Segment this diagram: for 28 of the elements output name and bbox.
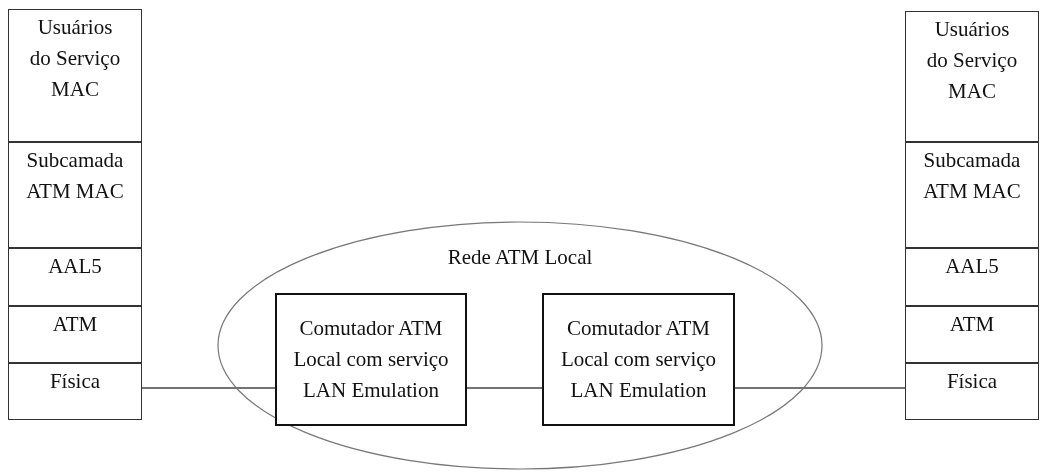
layer-box	[905, 306, 1039, 363]
switch-label: Comutador ATM Local com serviço LAN Emulation	[292, 315, 450, 404]
layer-box	[8, 142, 142, 248]
layer-label: Usuários do Serviço MAC	[28, 14, 122, 103]
layer-box	[8, 363, 142, 420]
layer-label: Subcamada ATM MAC	[25, 147, 125, 205]
layer-box	[8, 9, 142, 142]
layer-box	[8, 248, 142, 306]
connector-line	[466, 387, 543, 389]
layer-box	[8, 306, 142, 363]
connector-line	[141, 387, 276, 389]
layer-label: Física	[945, 368, 999, 395]
layer-label: ATM	[948, 311, 996, 338]
layer-box	[905, 11, 1039, 142]
switch-label: Comutador ATM Local com serviço LAN Emulation	[559, 315, 718, 404]
connector-line	[734, 387, 906, 389]
switch-box	[275, 293, 467, 426]
layer-label: Subcamada ATM MAC	[922, 147, 1022, 205]
layer-label: Usuários do Serviço MAC	[925, 16, 1019, 105]
layer-label: Física	[48, 368, 102, 395]
layer-box	[905, 363, 1039, 420]
region-label: Rede ATM Local	[446, 244, 594, 270]
layer-label: ATM	[51, 311, 99, 338]
switch-box	[542, 293, 735, 426]
layer-label: AAL5	[47, 253, 103, 280]
layer-box	[905, 142, 1039, 248]
layer-box	[905, 248, 1039, 306]
layer-label: AAL5	[944, 253, 1000, 280]
